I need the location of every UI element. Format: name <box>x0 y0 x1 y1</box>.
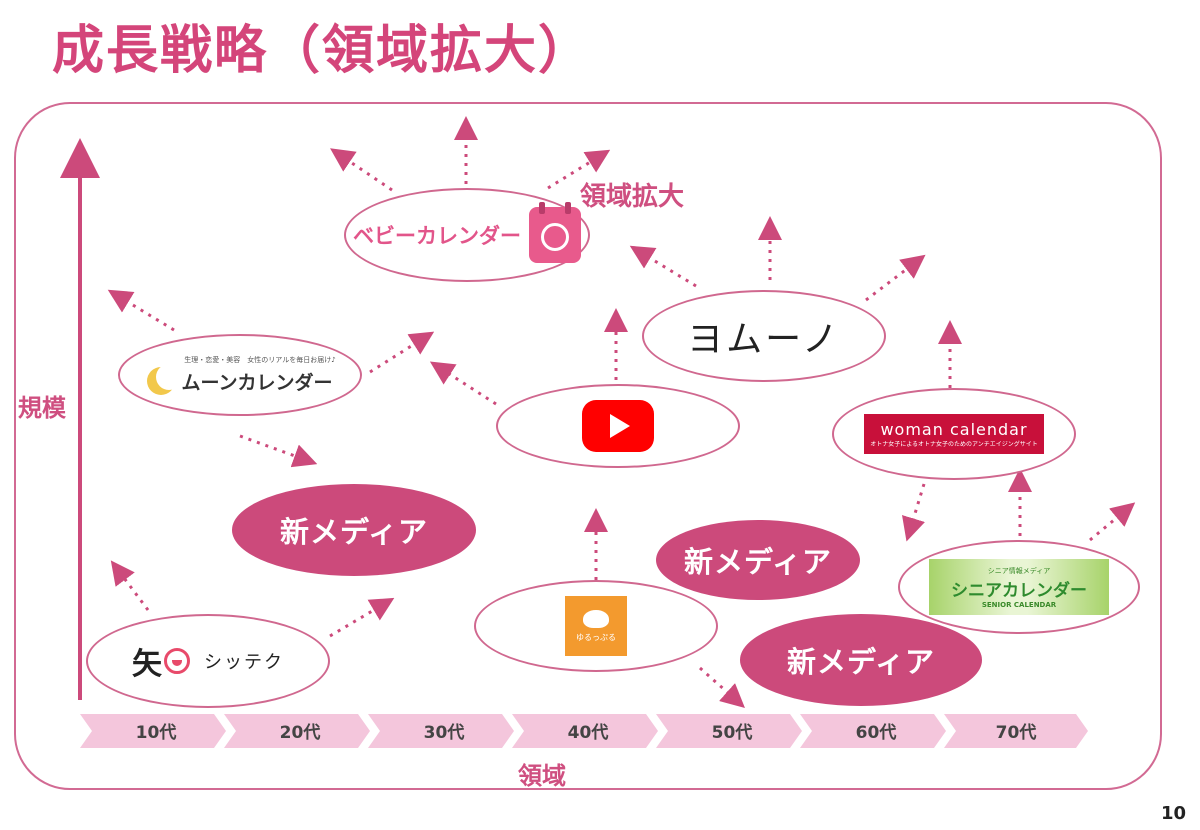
page-number: 10 <box>1160 803 1186 824</box>
dotted-arrow <box>239 434 318 468</box>
senior-calendar-oval: シニア情報メディア シニアカレンダー SENIOR CALENDAR <box>898 540 1140 634</box>
moon-calendar-tagline: 生理・恋愛・美容 女性のリアルを毎日お届け♪ <box>184 356 336 364</box>
yurupuru-logo: ゆるっぷる <box>565 596 627 656</box>
senior-calendar-logo: シニア情報メディア シニアカレンダー SENIOR CALENDAR <box>929 559 1109 615</box>
dotted-arrow <box>1089 502 1136 542</box>
woman-calendar-name: woman calendar <box>880 420 1028 439</box>
baby-calendar-icon <box>529 202 581 263</box>
woman-calendar-oval: woman calendar オトナ女子によるオトナ女子のためのアンチエイジング… <box>832 388 1076 480</box>
moon-icon <box>147 364 183 395</box>
shittech-oval: 矢 シッテク <box>86 614 330 708</box>
age-label: 40代 <box>567 722 609 743</box>
expansion-label: 領域拡大 <box>580 182 685 212</box>
moon-calendar-logo: ムーンカレンダー <box>181 371 333 394</box>
shittech-face-icon <box>164 648 190 674</box>
x-axis-label: 領域 <box>518 762 566 790</box>
age-label: 50代 <box>711 722 753 743</box>
senior-calendar-name: シニアカレンダー <box>951 580 1087 601</box>
new-media-bubble: 新メディア <box>740 614 982 706</box>
shittech-logo: シッテク <box>204 652 284 673</box>
page-title: 成長戦略（領域拡大） <box>52 21 593 81</box>
yurupuru-oval: ゆるっぷる <box>474 580 718 672</box>
age-label: 60代 <box>855 722 897 743</box>
woman-calendar-logo: woman calendar オトナ女子によるオトナ女子のためのアンチエイジング… <box>864 414 1044 454</box>
age-label: 70代 <box>995 722 1037 743</box>
dotted-arrow <box>110 560 150 611</box>
age-axis-band <box>80 714 1088 748</box>
age-label: 10代 <box>135 722 177 743</box>
yomuno-logo: ヨムーノ <box>687 319 841 360</box>
woman-calendar-tagline: オトナ女子によるオトナ女子のためのアンチエイジングサイト <box>870 441 1038 448</box>
new-media-bubble: 新メディア <box>656 520 860 600</box>
dotted-arrow <box>902 483 926 542</box>
flower-icon <box>583 609 609 628</box>
dotted-arrow <box>107 289 175 332</box>
diagram-frame <box>14 102 1162 790</box>
dotted-arrow <box>330 148 393 192</box>
dotted-arrow <box>699 666 745 708</box>
senior-calendar-en: SENIOR CALENDAR <box>981 600 1057 609</box>
yomuno-oval: ヨムーノ <box>642 290 886 382</box>
senior-tagline: シニア情報メディア <box>987 566 1051 575</box>
moon-calendar-oval: 生理・恋愛・美容 女性のリアルを毎日お届け♪ ムーンカレンダー <box>118 334 362 416</box>
age-label: 20代 <box>279 722 321 743</box>
baby-calendar-logo: ベビーカレンダー <box>353 224 521 248</box>
shittech-glyph: 矢 <box>132 647 162 682</box>
baby-calendar-oval: ベビーカレンダー <box>344 188 590 282</box>
dotted-arrow <box>369 331 435 374</box>
new-media-bubble: 新メディア <box>232 484 476 576</box>
dotted-arrow <box>865 254 926 302</box>
yurupuru-name: ゆるっぷる <box>576 632 616 642</box>
y-axis-label: 規模 <box>18 394 66 422</box>
dotted-arrow <box>629 245 697 288</box>
dotted-arrow <box>547 149 611 190</box>
age-label: 30代 <box>423 722 465 743</box>
youtube-icon <box>582 400 654 452</box>
dotted-arrow <box>429 361 497 406</box>
dotted-arrow <box>329 597 395 638</box>
youtube-oval <box>496 384 740 468</box>
